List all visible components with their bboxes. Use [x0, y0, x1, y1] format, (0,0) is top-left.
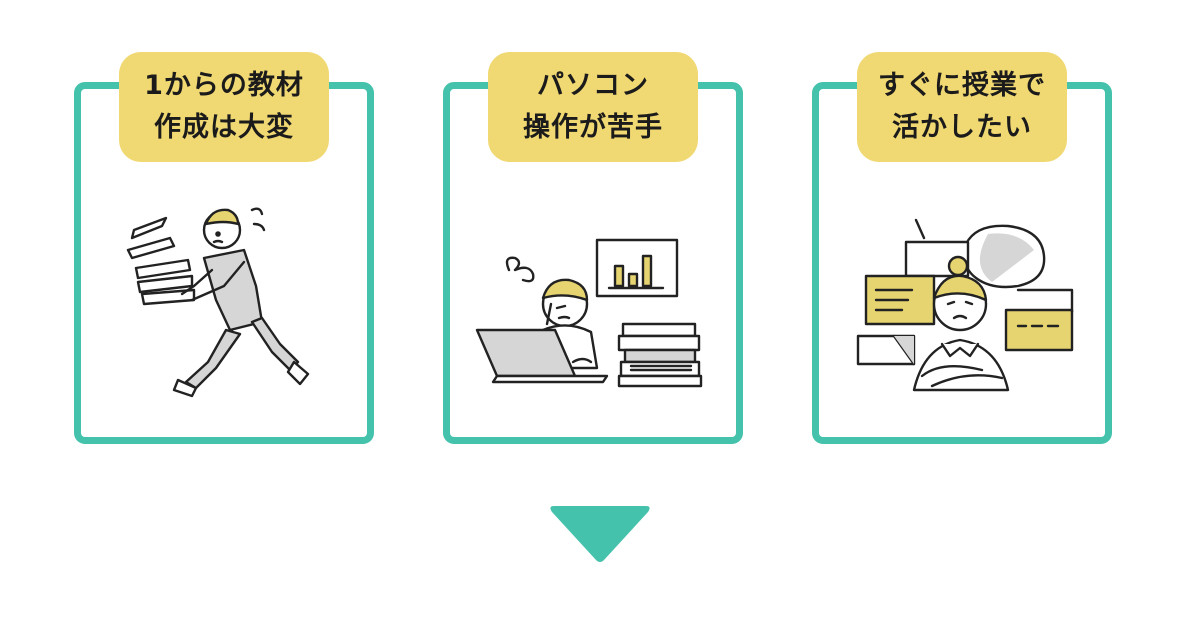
card-label: 1からの教材 作成は大変: [119, 52, 329, 162]
card-label: すぐに授業で 活かしたい: [857, 52, 1067, 162]
card-label-line: パソコン: [537, 70, 649, 101]
card-label-line: 作成は大変: [154, 112, 294, 143]
card-label-line: すぐに授業で: [878, 70, 1046, 101]
card-label-line: 操作が苦手: [523, 112, 663, 143]
thinking-with-speech-bubbles-icon: [856, 218, 1074, 392]
card-label: パソコン 操作が苦手: [488, 52, 698, 162]
confused-at-laptop-icon: [475, 238, 703, 388]
person-carrying-papers-icon: [126, 207, 310, 398]
down-triangle-icon: [550, 506, 650, 562]
card-label-line: 活かしたい: [892, 112, 1032, 143]
card-label-line: 1からの教材: [144, 70, 304, 101]
